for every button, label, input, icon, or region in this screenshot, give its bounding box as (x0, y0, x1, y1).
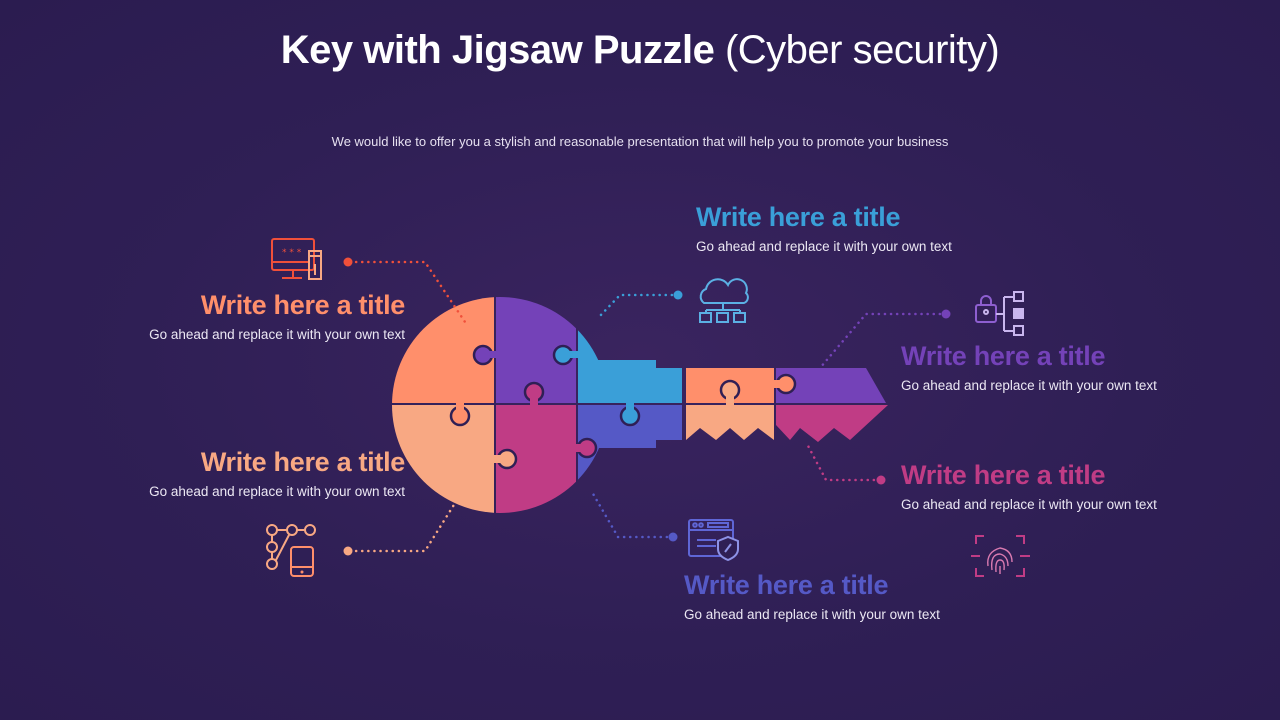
monitor-password-icon: * * * (271, 238, 322, 280)
item-title: Write here a title (901, 460, 1106, 490)
connector-dot (941, 309, 951, 319)
item-title: Write here a title (684, 570, 889, 600)
key-shaft (686, 368, 888, 442)
connector-dot (343, 257, 353, 267)
item-title: Write here a title (901, 341, 1106, 371)
connector-bottom-center (590, 490, 675, 539)
item-top-left: Write here a title Go ahead and replace … (100, 290, 405, 342)
item-bottom-center: Write here a title Go ahead and replace … (684, 570, 940, 622)
item-text: Go ahead and replace it with your own te… (149, 327, 405, 342)
connector-dot (876, 475, 886, 485)
page-title: Key with Jigsaw Puzzle (Cyber security) (0, 28, 1280, 73)
item-title: Write here a title (200, 447, 405, 477)
item-title: Write here a title (200, 290, 405, 320)
svg-text:* * *: * * * (282, 248, 302, 258)
item-right-lower: Write here a title Go ahead and replace … (901, 460, 1157, 512)
connectors (348, 260, 948, 553)
page-subtitle: We would like to offer you a stylish and… (331, 134, 949, 149)
title-bold: Key with Jigsaw Puzzle (280, 28, 715, 72)
item-title: Write here a title (696, 202, 901, 232)
item-text: Go ahead and replace it with your own te… (696, 239, 952, 254)
puzzle-piece-peach (392, 405, 494, 513)
connector-bottom-left (348, 490, 464, 553)
key-head (392, 297, 682, 513)
cloud-network-icon (699, 278, 749, 323)
item-text: Go ahead and replace it with your own te… (901, 497, 1157, 512)
item-top-center: Write here a title Go ahead and replace … (696, 202, 952, 254)
connector-top-center (596, 293, 680, 320)
item-text: Go ahead and replace it with your own te… (684, 607, 940, 622)
item-right-upper: Write here a title Go ahead and replace … (901, 341, 1157, 393)
item-text: Go ahead and replace it with your own te… (149, 484, 405, 499)
item-bottom-left: Write here a title Go ahead and replace … (100, 447, 405, 499)
mobile-network-icon (266, 524, 316, 577)
connector-dot (343, 546, 353, 556)
connector-right-upper (818, 312, 948, 370)
title-light: (Cyber security) (724, 28, 1000, 72)
connector-top-left (348, 260, 467, 324)
connector-right-lower (804, 440, 882, 482)
browser-shield-icon (688, 519, 739, 562)
connector-dot (668, 532, 678, 542)
fingerprint-scan-icon (971, 535, 1030, 577)
lock-hierarchy-icon (975, 291, 1024, 336)
connector-dot (673, 290, 683, 300)
item-text: Go ahead and replace it with your own te… (901, 378, 1157, 393)
